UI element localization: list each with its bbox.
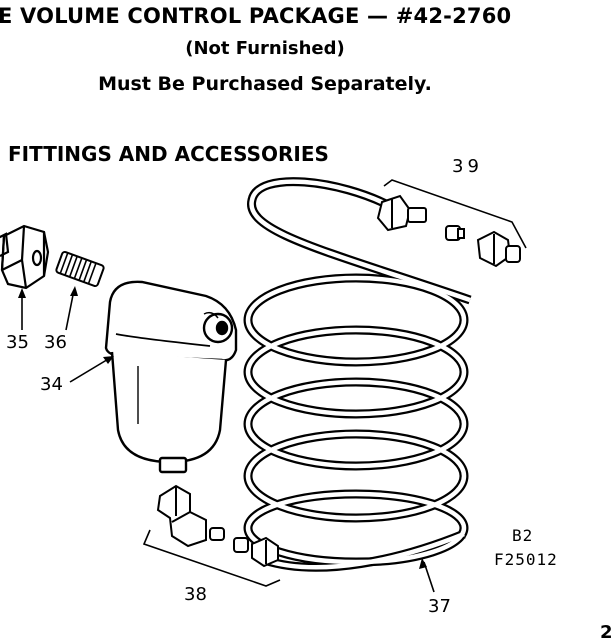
leader-arrowheads [18,286,427,569]
callout-38: 38 [184,584,207,605]
part-36-nipple [55,250,105,288]
page-number-fragment: 2 [600,622,613,643]
callout-37: 37 [428,596,451,617]
figure-code-f25012: F25012 [494,550,558,569]
purchase-note: Must Be Purchased Separately. [98,73,432,95]
figure-code-b2: B2 [512,526,534,545]
bracket-38 [142,529,281,587]
part-37-coiled-tubing [243,177,472,572]
callout-35: 35 [6,332,29,353]
section-title: FITTINGS AND ACCESSORIES [8,142,329,166]
part-38-fittings [156,484,279,568]
package-title: E VOLUME CONTROL PACKAGE — #42-2760 [0,4,512,28]
callout-39: 39 [452,156,483,177]
callout-36: 36 [44,332,67,353]
not-furnished-note: (Not Furnished) [185,38,345,59]
callout-34: 34 [40,374,63,395]
part-39-fittings [376,194,521,268]
bracket-39 [383,179,527,249]
part-35-hex-plug [0,224,50,290]
part-34-reservoir [104,280,238,474]
